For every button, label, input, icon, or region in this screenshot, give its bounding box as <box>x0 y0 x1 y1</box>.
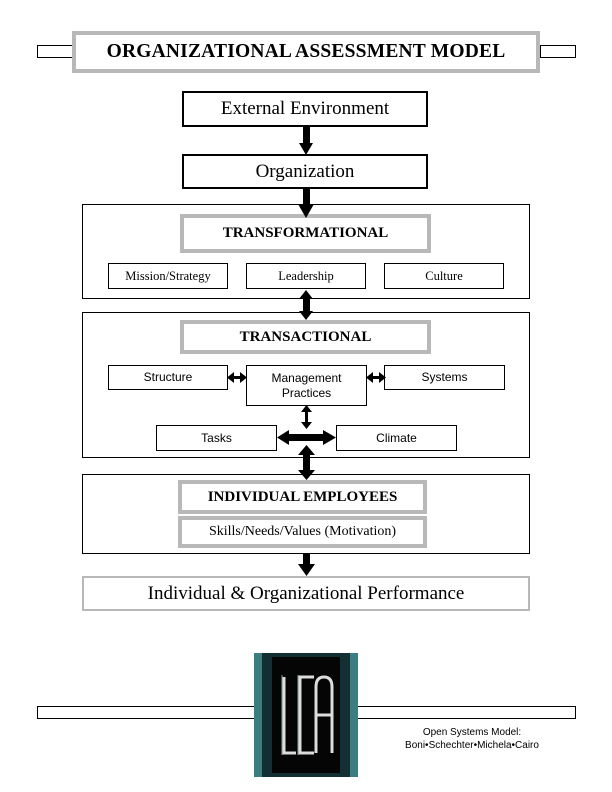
leadership-box: Leadership <box>246 263 366 289</box>
tasks-box: Tasks <box>156 425 277 451</box>
arrow-management-tasks-climate <box>301 405 312 429</box>
climate-label: Climate <box>376 430 417 445</box>
lca-logo-inner <box>272 657 340 773</box>
management-label-line2: Practices <box>281 385 332 400</box>
structure-label: Structure <box>143 370 193 384</box>
organization-label: Organization <box>255 160 355 182</box>
footer-line1: Open Systems Model: <box>422 727 522 738</box>
structure-box: Structure <box>108 365 228 390</box>
mission-strategy-label: Mission/Strategy <box>125 268 211 283</box>
skills-needs-values-label: Skills/Needs/Values (Motivation) <box>208 524 397 539</box>
arrow-individual-to-performance <box>298 553 315 576</box>
footer-credit: Open Systems Model: Boni•Schechter•Miche… <box>382 726 562 752</box>
individual-employees-heading-text: INDIVIDUAL EMPLOYEES <box>207 488 398 505</box>
culture-label: Culture <box>425 268 463 283</box>
arrow-structure-management <box>227 372 247 383</box>
transformational-heading-text: TRANSFORMATIONAL <box>222 225 389 241</box>
lca-logo-letters <box>281 675 334 755</box>
mission-strategy-box: Mission/Strategy <box>108 263 228 289</box>
leadership-label: Leadership <box>278 268 334 283</box>
performance-label: Individual & Organizational Performance <box>147 582 465 604</box>
individual-employees-heading: INDIVIDUAL EMPLOYEES <box>178 480 427 514</box>
transactional-heading: TRANSACTIONAL <box>180 320 431 354</box>
systems-box: Systems <box>384 365 505 390</box>
management-label-line1: Management <box>271 370 342 385</box>
culture-box: Culture <box>384 263 504 289</box>
top-right-bar <box>540 45 576 58</box>
arrow-management-systems <box>366 372 386 383</box>
climate-box: Climate <box>336 425 457 451</box>
arrow-transactional-individual <box>298 445 315 480</box>
arrow-tasks-climate <box>277 430 336 445</box>
footer-line2: Boni•Schechter•Michela•Cairo <box>405 740 539 751</box>
page-title: ORGANIZATIONAL ASSESSMENT MODEL <box>72 31 540 73</box>
lca-logo <box>254 653 358 777</box>
skills-needs-values-box: Skills/Needs/Values (Motivation) <box>178 516 427 548</box>
transactional-heading-text: TRANSACTIONAL <box>239 328 372 345</box>
tasks-label: Tasks <box>201 430 232 445</box>
arrow-org-to-transformational <box>298 188 314 218</box>
performance-box: Individual & Organizational Performance <box>82 576 530 611</box>
systems-label: Systems <box>421 370 468 384</box>
page-title-text: ORGANIZATIONAL ASSESSMENT MODEL <box>106 41 506 62</box>
arrow-env-to-org <box>299 126 313 155</box>
arrow-transformational-transactional <box>299 290 313 320</box>
external-environment-box: External Environment <box>182 91 428 127</box>
external-environment-label: External Environment <box>220 98 390 119</box>
transformational-heading: TRANSFORMATIONAL <box>180 214 431 253</box>
